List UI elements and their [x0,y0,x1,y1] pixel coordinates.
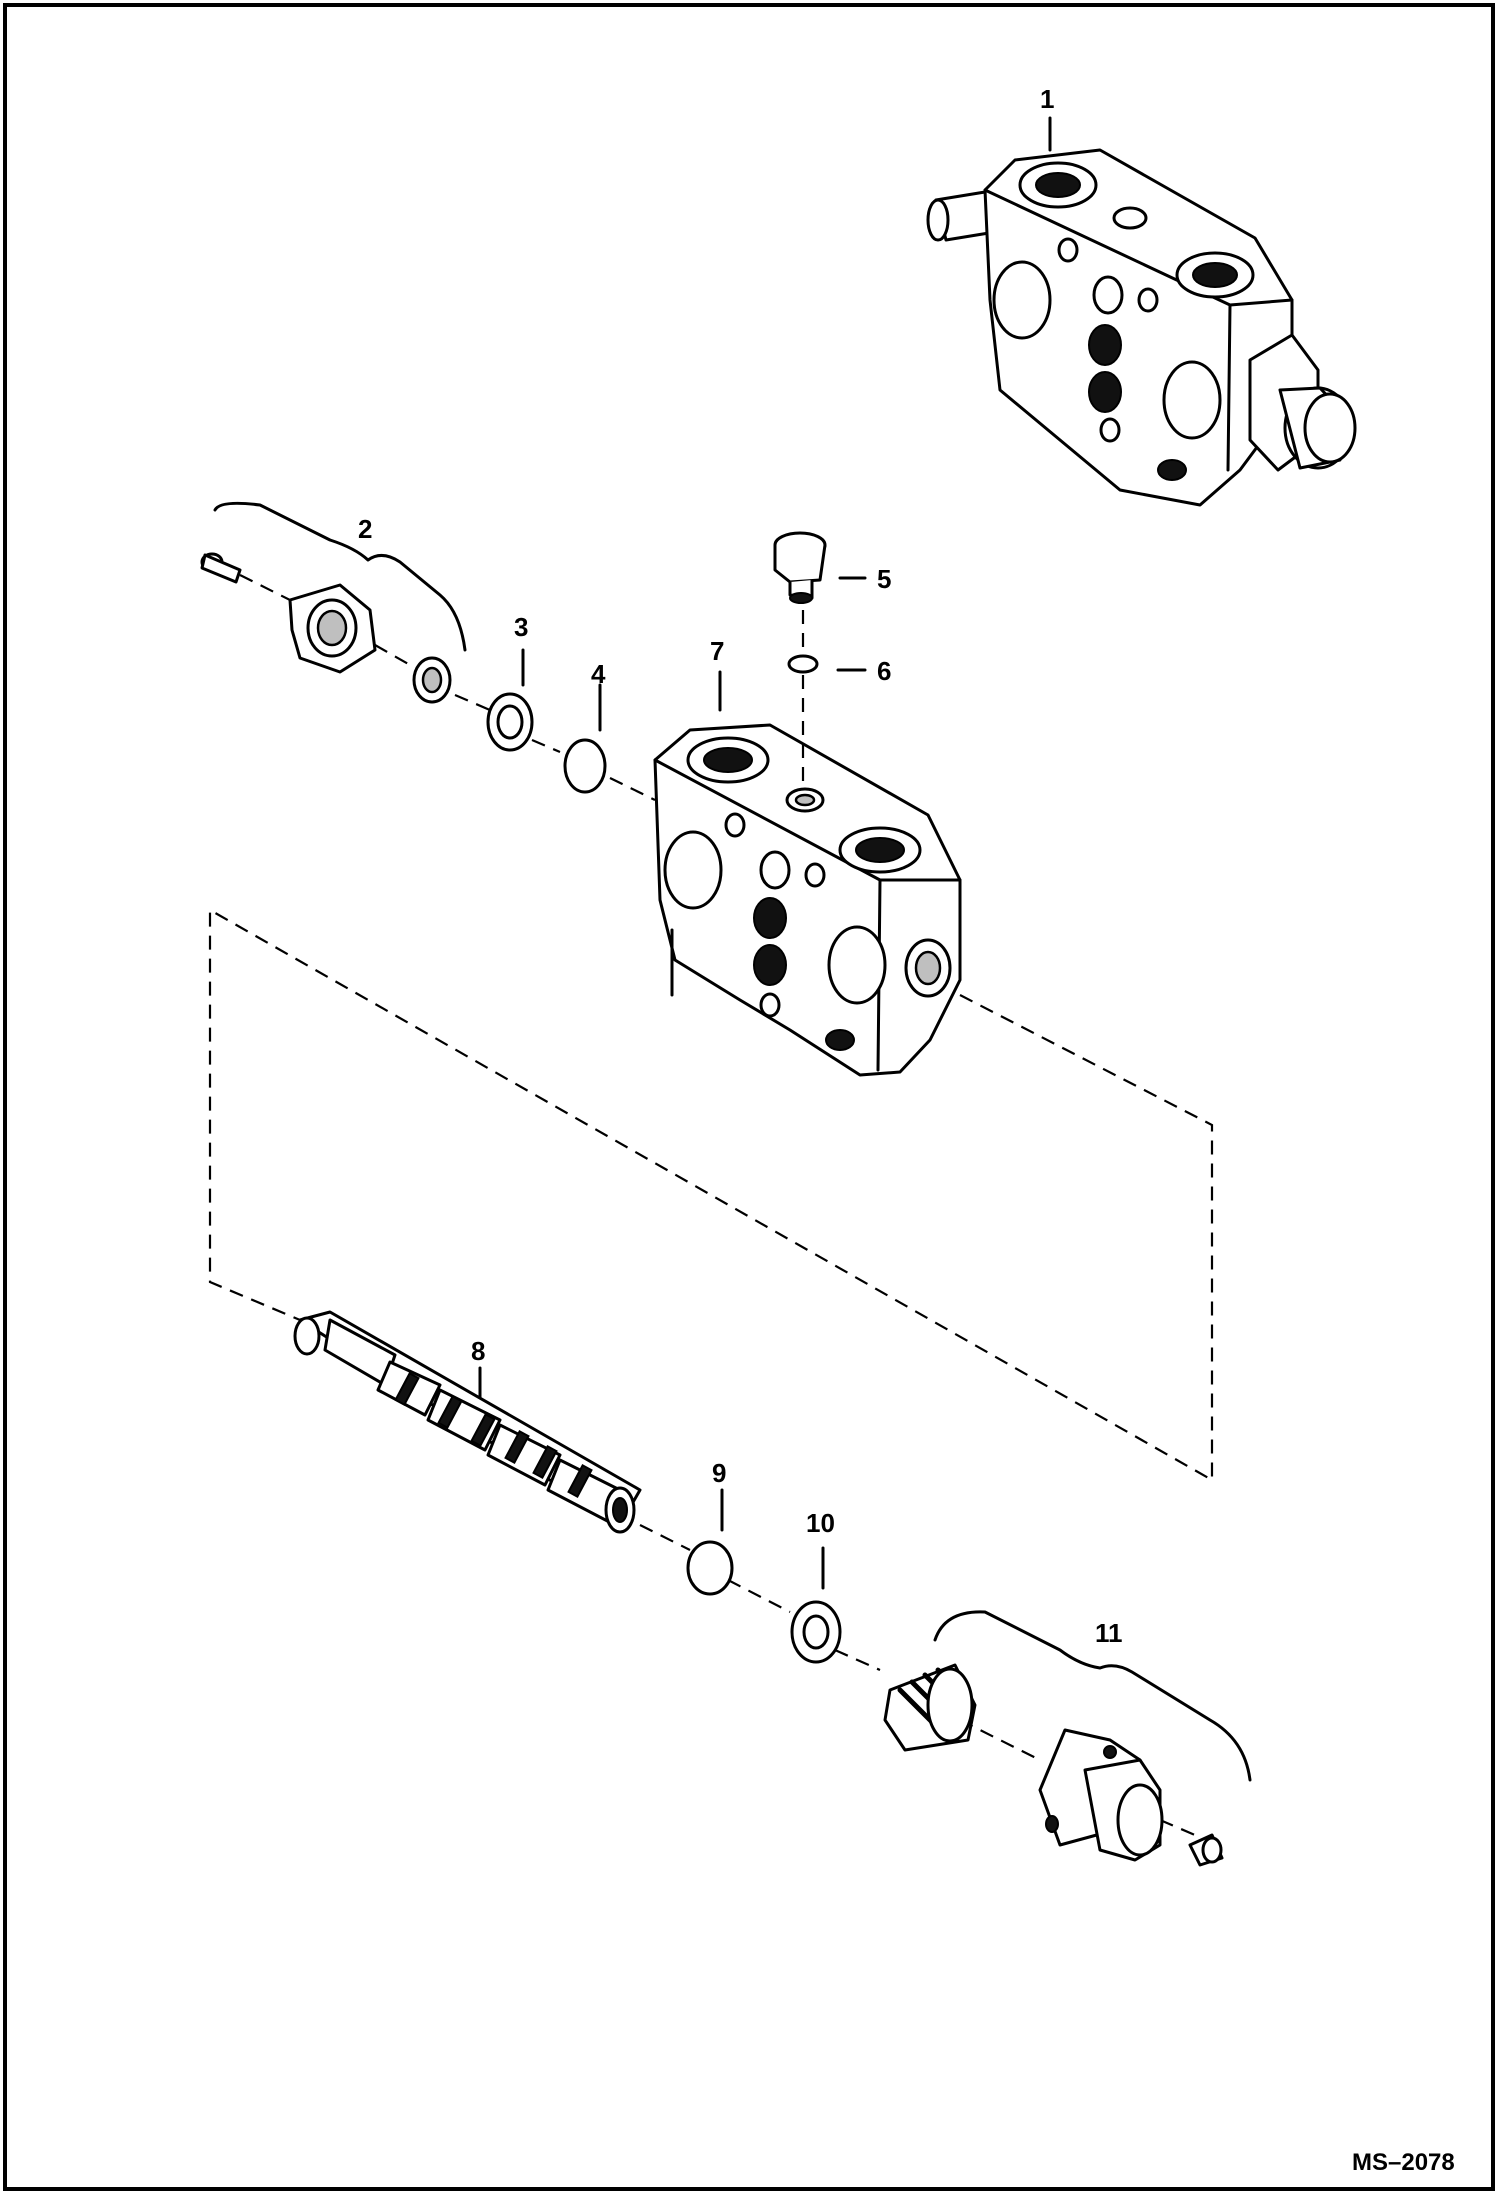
callout-3: 3 [514,612,528,642]
brace-part-11 [933,1610,1252,1782]
cover-plate-part-2 [288,583,377,674]
callout-11: 11 [1095,1618,1123,1648]
drawing-code: MS–2078 [1352,2149,1455,2176]
valve-assembly-part-1 [926,148,1357,507]
callout-6: 6 [877,656,891,686]
page-border [3,3,1495,2191]
assembly-line-upper [239,574,656,801]
bolt-part-11 [1188,1833,1224,1867]
washer-part-10 [790,1600,842,1664]
callout-4: 4 [591,659,606,689]
callout-10: 10 [806,1508,835,1538]
spring-part-11 [883,1663,977,1752]
o-ring-part-9 [686,1540,734,1596]
brace-part-2 [213,501,467,652]
assembly-line-lower [639,1524,1196,1837]
spool-part-8 [293,1310,642,1534]
washer-part-3 [486,692,534,752]
plug-part-5 [773,531,827,604]
seal-part-2 [412,656,452,704]
callout-9: 9 [712,1458,726,1488]
callout-1: 1 [1040,84,1054,114]
callout-2: 2 [358,514,372,544]
o-ring-part-4 [563,738,607,794]
bolt-part-2 [200,552,242,584]
callout-8: 8 [471,1336,485,1366]
callout-7: 7 [710,636,724,666]
valve-section-body-part-7 [653,723,962,1077]
end-cap-part-11 [1038,1728,1164,1862]
callout-5: 5 [877,564,891,594]
o-ring-part-6 [787,654,819,674]
assembly-box [208,908,1214,1482]
